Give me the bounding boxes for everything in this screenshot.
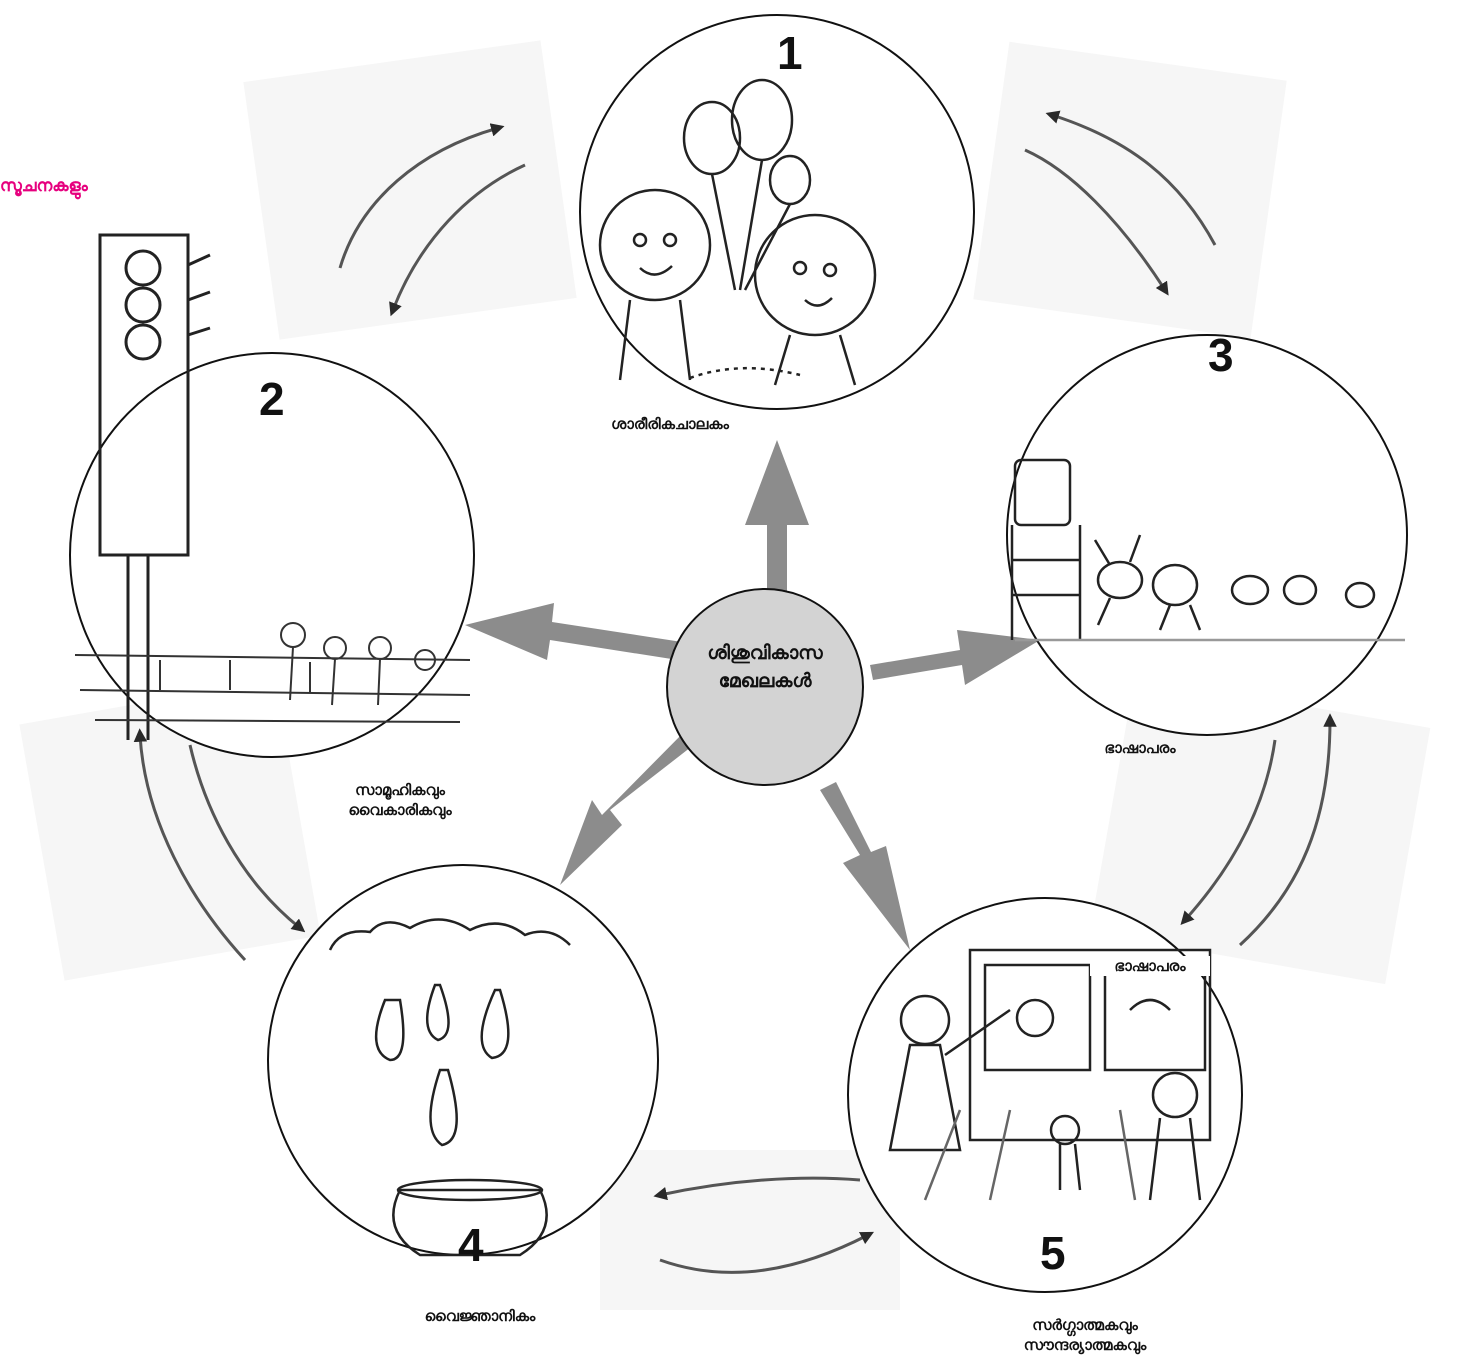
domain-number-4: 4 bbox=[458, 1219, 484, 1271]
domain-number-1: 1 bbox=[777, 27, 803, 79]
balloons-sketch bbox=[682, 78, 812, 291]
curve-arrow-1-2b bbox=[389, 163, 526, 317]
domain-label-1: ശാരീരികചാലകം bbox=[611, 415, 729, 433]
spoke-arrow-lowright bbox=[820, 782, 910, 950]
curve-arrow-1-3a bbox=[1045, 110, 1217, 246]
traffic-light-sketch bbox=[98, 233, 211, 740]
children-sketch bbox=[598, 188, 877, 386]
ants-jar-sketch bbox=[1010, 458, 1405, 642]
curve-arrow-3-5b bbox=[1238, 713, 1337, 947]
curve-arrow-4-5b bbox=[659, 1231, 875, 1274]
spoke-arrow-left bbox=[465, 603, 682, 660]
curve-arrow-1-2a bbox=[338, 123, 505, 269]
center-title: ശിശുവികാസ മേഖലകൾ bbox=[660, 640, 870, 695]
curve-arrow-3-5a bbox=[1180, 739, 1277, 926]
domain-label-5: സർഗ്ഗാത്മകവും സൗന്ദര്യാത്മകവും bbox=[960, 1315, 1210, 1356]
rain-pot-sketch bbox=[328, 918, 571, 1257]
curve-arrow-4-5a bbox=[653, 1176, 861, 1201]
section-header: സൂചനകളും bbox=[0, 176, 88, 196]
center-node bbox=[666, 588, 864, 786]
curve-arrow-1-3b bbox=[1024, 148, 1169, 296]
domain-label-5-line1: സർഗ്ഗാത്മകവും bbox=[1032, 1316, 1138, 1334]
curve-arrow-2-4b bbox=[133, 728, 247, 962]
domain-number-5: 5 bbox=[1040, 1227, 1066, 1279]
domain-label-5-line2: സൗന്ദര്യാത്മകവും bbox=[1023, 1336, 1147, 1355]
spoke-arrow-right bbox=[870, 630, 1040, 685]
curve-arrow-2-4a bbox=[188, 744, 306, 933]
domain-number-2: 2 bbox=[259, 373, 285, 425]
domain-label-4: വൈജ്ഞാനികം bbox=[424, 1307, 536, 1325]
domain-circle-1 bbox=[579, 14, 975, 410]
domain-circle-5 bbox=[847, 897, 1243, 1293]
domain-circle-3 bbox=[1006, 334, 1408, 736]
road-kids-sketch bbox=[74, 622, 471, 723]
domain-circle-4 bbox=[267, 864, 659, 1257]
domain-circle-2 bbox=[69, 233, 475, 758]
center-title-line2: മേഖലകൾ bbox=[718, 669, 812, 692]
drawing-board-sketch bbox=[888, 948, 1212, 1201]
spoke-arrow-up bbox=[745, 440, 809, 595]
domain-number-3: 3 bbox=[1208, 329, 1234, 381]
spoke-arrows bbox=[465, 440, 1040, 950]
domain-label-2-line1: സാമൂഹികവും bbox=[355, 781, 445, 799]
spoke-arrow-lowleft bbox=[560, 726, 700, 885]
domain-label-2-line2: വൈകാരികവും bbox=[348, 801, 452, 820]
domain-label-3: ഭാഷാപരം bbox=[1104, 739, 1176, 757]
domain-label-2: സാമൂഹികവും വൈകാരികവും bbox=[300, 780, 500, 821]
domain-5-inner-label: ഭാഷാപരം bbox=[1090, 956, 1210, 977]
center-title-line1: ശിശുവികാസ bbox=[707, 642, 823, 664]
curved-arrows bbox=[133, 110, 1337, 1274]
